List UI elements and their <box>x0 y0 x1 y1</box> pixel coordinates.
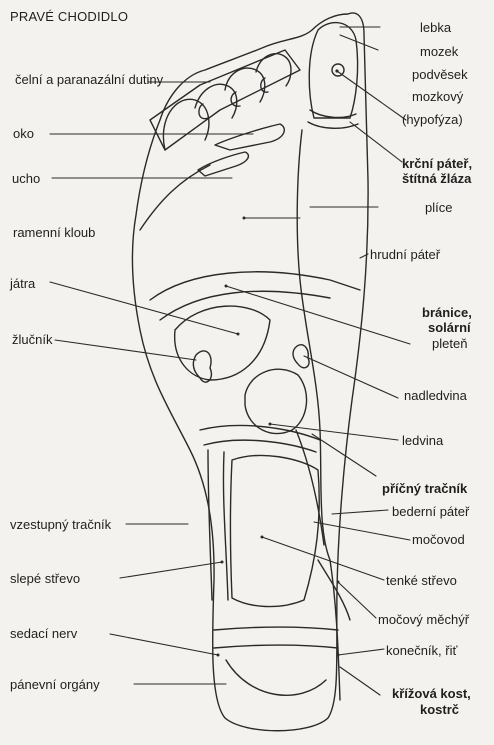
pelvic-zone <box>226 660 326 695</box>
label-sinuses: čelní a paranazální dutiny <box>15 72 163 87</box>
label-plexus: pleteň <box>432 336 467 351</box>
label-rectum: konečník, řiť <box>386 643 457 658</box>
label-adrenal: nadledvina <box>404 388 467 403</box>
label-thyroid: štítná žláza <box>402 171 471 186</box>
gallbladder-zone <box>193 351 211 382</box>
label-liver: játra <box>10 276 35 291</box>
liver-zone <box>175 306 270 380</box>
label-pelvic-organs: pánevní orgány <box>10 677 100 692</box>
label-coccyx: kostrč <box>420 702 459 717</box>
leader-lines <box>50 27 410 695</box>
sinus-zone <box>150 50 300 150</box>
adrenal-zone <box>293 345 309 368</box>
label-small-intestine: tenké střevo <box>386 573 457 588</box>
label-cervical-spine: krční páteř, <box>402 156 472 171</box>
big-toe-zone <box>309 23 357 118</box>
label-lungs: plíce <box>425 200 452 215</box>
label-eye: oko <box>13 126 34 141</box>
sciatic-band <box>214 627 338 630</box>
label-solar: solární <box>428 320 471 335</box>
toe-outline <box>163 99 208 150</box>
small-intestine-zone <box>231 455 320 606</box>
eye-zone <box>215 124 284 150</box>
label-diaphragm: bránice, <box>422 305 472 320</box>
label-thoracic-spine: hrudní páteř <box>370 247 440 262</box>
shoulder-line <box>140 165 210 230</box>
ascending-colon <box>223 452 228 600</box>
label-ear: ucho <box>12 171 40 186</box>
neck-line <box>310 110 356 117</box>
label-kidney: ledvina <box>402 433 443 448</box>
foot-outline <box>133 13 369 731</box>
transverse-colon <box>204 440 316 452</box>
diaphragm-line <box>150 272 360 300</box>
kidney-zone <box>245 369 307 433</box>
label-appendix: slepé střevo <box>10 571 80 586</box>
label-bladder: močový měchýř <box>378 612 469 627</box>
label-brain: mozek <box>420 44 458 59</box>
ear-zone <box>198 152 248 176</box>
label-ureter: močovod <box>412 532 465 547</box>
label-pituitary-3: (hypofýza) <box>402 112 463 127</box>
label-pituitary-2: mozkový <box>412 89 463 104</box>
label-sciatic-nerve: sedací nerv <box>10 626 77 641</box>
sciatic-band <box>214 645 338 648</box>
label-transverse-colon: příčný tračník <box>382 481 467 496</box>
label-ascending-colon: vzestupný tračník <box>10 517 111 532</box>
zone-markers <box>217 217 340 657</box>
label-shoulder: ramenní kloub <box>13 225 95 240</box>
label-gallbladder: žlučník <box>12 332 52 347</box>
diagram-title: PRAVÉ CHODIDLO <box>10 9 128 24</box>
label-pituitary-1: podvěsek <box>412 67 468 82</box>
label-skull: lebka <box>420 20 451 35</box>
label-lumbar-spine: bederní páteř <box>392 504 469 519</box>
label-sacrum: křížová kost, <box>392 686 471 701</box>
